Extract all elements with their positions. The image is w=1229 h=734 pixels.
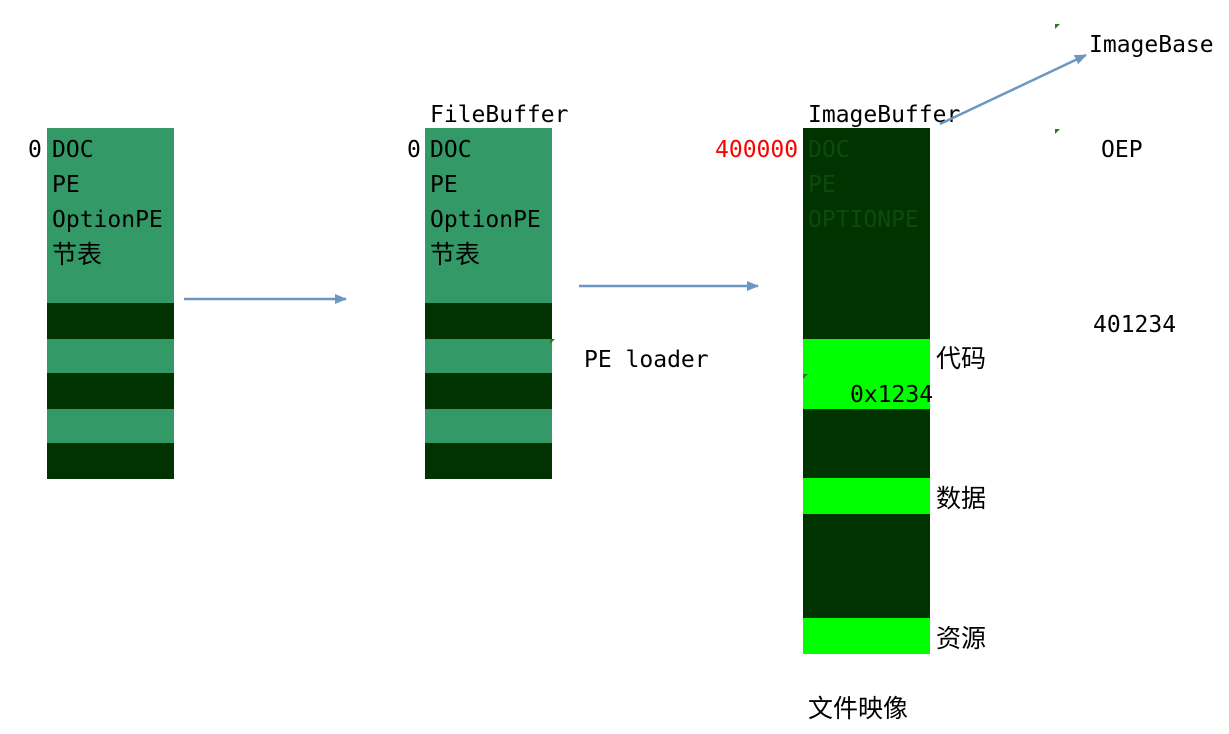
imagebuffer-base-address: 400000 — [715, 137, 799, 163]
image-base-label: ImageBase — [1089, 32, 1214, 58]
image-caption: 文件映像 — [808, 694, 909, 723]
file-row-optionpe: OptionPE — [52, 207, 163, 233]
code-offset-label: 0x1234 — [850, 382, 934, 408]
imagebuffer-row-doc: DOC — [808, 137, 850, 163]
filebuffer-row-doc: DOC — [430, 137, 472, 163]
pe-loader-label: PE loader — [584, 347, 709, 373]
filebuffer-row-pe: PE — [430, 172, 458, 198]
filebuffer-row-section-table: 节表 — [430, 240, 481, 269]
imagebuffer-gap-2 — [803, 514, 930, 618]
code-offset-marker — [803, 374, 808, 379]
filebuffer-section-dark-1 — [425, 303, 552, 339]
filebuffer-row-optionpe: OptionPE — [430, 207, 541, 233]
file-section-green-2 — [47, 409, 174, 443]
imagebuffer-row-optionpe: OPTIONPE — [808, 207, 919, 233]
filebuffer-section-green-1 — [425, 339, 552, 373]
filebuffer-header-block — [425, 128, 552, 303]
filebuffer-section-dark-3 — [425, 443, 552, 479]
filebuffer-title: FileBuffer — [430, 102, 569, 128]
filebuffer-section-dark-2 — [425, 373, 552, 409]
filebuffer-offset-label: 0 — [407, 137, 421, 163]
file-row-pe: PE — [52, 172, 80, 198]
oep-address-label: 401234 — [1093, 312, 1177, 338]
imagebuffer-code-section — [803, 339, 930, 409]
file-section-dark-3 — [47, 443, 174, 479]
imagebuffer-data-section — [803, 478, 930, 514]
imagebuffer-header-block — [803, 128, 930, 339]
oep-marker — [1055, 129, 1060, 134]
imagebuffer-resource-section — [803, 618, 930, 654]
section-label-resource: 资源 — [936, 624, 987, 653]
file-row-doc: DOC — [52, 137, 94, 163]
imagebuffer-row-pe: PE — [808, 172, 836, 198]
file-offset-label: 0 — [28, 137, 42, 163]
imagebuffer-gap-1 — [803, 409, 930, 478]
imagebuffer-title: ImageBuffer — [808, 102, 961, 128]
file-section-dark-2 — [47, 373, 174, 409]
file-header-block — [47, 128, 174, 303]
imagebase-marker — [1055, 24, 1060, 29]
oep-label: OEP — [1101, 137, 1143, 163]
section-label-data: 数据 — [936, 484, 987, 513]
file-section-green-1 — [47, 339, 174, 373]
filebuffer-loader-marker — [550, 339, 555, 344]
arrow-to-imagebase — [939, 53, 1087, 126]
filebuffer-section-green-2 — [425, 409, 552, 443]
file-row-section-table: 节表 — [52, 240, 103, 269]
section-label-code: 代码 — [936, 344, 987, 373]
file-section-dark-1 — [47, 303, 174, 339]
